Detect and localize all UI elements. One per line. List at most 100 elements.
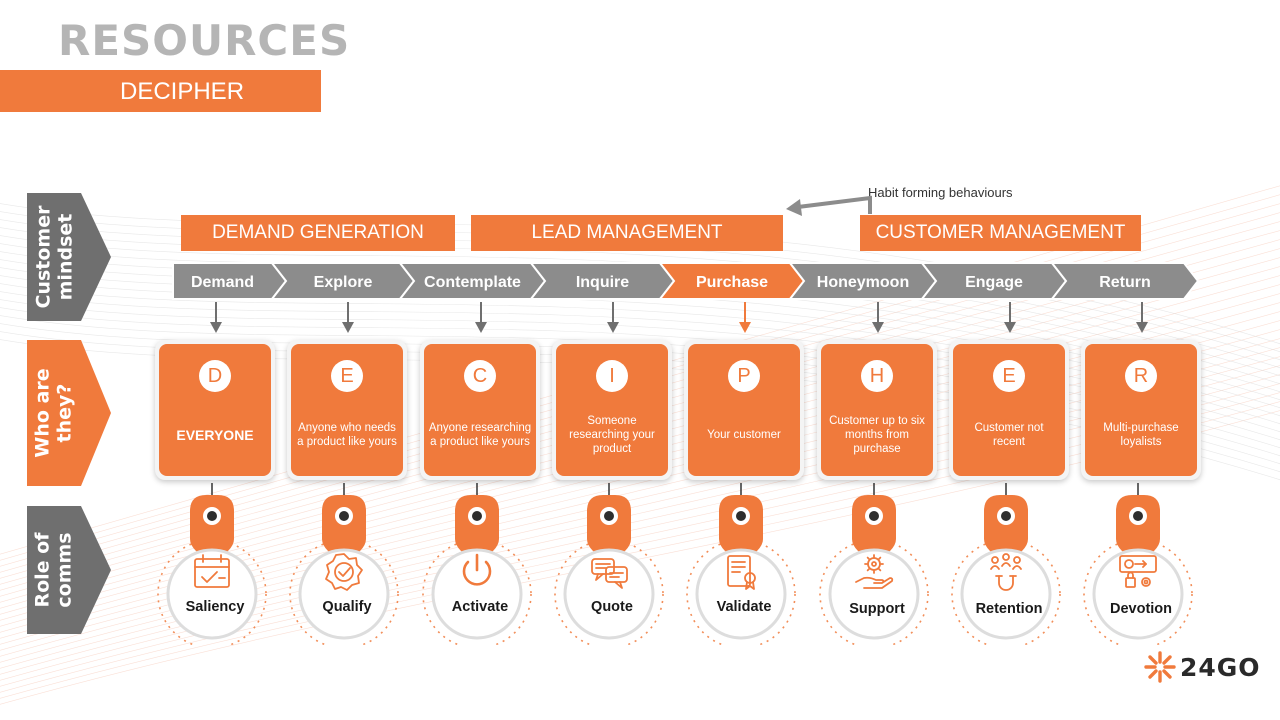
role-pin	[1083, 483, 1193, 645]
role-circle	[1092, 548, 1184, 640]
stage-letter: E	[331, 360, 363, 392]
role-pin	[157, 483, 267, 645]
stage-letter: E	[993, 360, 1025, 392]
stage-chevron-label: Explore	[314, 274, 373, 291]
who-card-body: D EVERYONE	[159, 344, 271, 476]
role-pin	[951, 483, 1061, 645]
role-label: Quote	[591, 599, 633, 615]
role-pin	[422, 483, 532, 645]
stage-letter: P	[728, 360, 760, 392]
who-description: EVERYONE	[176, 427, 254, 443]
stage-chevron-label: Return	[1099, 274, 1151, 291]
certificate-stamp-icon	[727, 555, 756, 590]
magnet-people-icon	[990, 553, 1022, 591]
who-card-body: I Someone researching your product	[556, 344, 668, 476]
stage-chevron-label: Engage	[965, 274, 1023, 291]
role-circle	[431, 548, 523, 640]
role-label: Saliency	[185, 599, 245, 615]
who-card: R Multi-purchase loyalists	[1081, 340, 1201, 480]
stage-column: D EVERYONE Saliency	[155, 300, 275, 645]
page-title: RESOURCES	[58, 16, 351, 65]
stage-chevron	[1049, 262, 1200, 300]
side-label-role-of-comms: Role of comms	[27, 506, 113, 634]
logo-mark	[1144, 651, 1176, 683]
role-circle	[828, 548, 920, 640]
who-card: P Your customer	[684, 340, 804, 480]
role-label: Validate	[716, 599, 772, 615]
who-card-body: P Your customer	[688, 344, 800, 476]
role-label: Retention	[975, 601, 1043, 617]
stage-chevron-label: Contemplate	[424, 274, 521, 291]
who-description: Multi-purchase loyalists	[1103, 422, 1179, 448]
role-circle	[298, 548, 390, 640]
loyalty-dashboard-icon	[1119, 555, 1157, 588]
who-description: Customer not recent	[974, 422, 1044, 448]
logo: 24GO	[1143, 650, 1261, 684]
role-label: Support	[849, 601, 905, 617]
down-arrow-icon	[475, 302, 487, 333]
stage-chevron-label: Purchase	[696, 274, 768, 291]
role-label: Qualify	[322, 599, 372, 615]
down-arrow-icon	[210, 302, 222, 333]
down-arrow-icon	[342, 302, 354, 333]
down-arrow-icon	[1136, 302, 1148, 333]
down-arrow-icon	[1004, 302, 1016, 333]
role-circle	[695, 548, 787, 640]
side-label-who-are-they: Who are they?	[27, 340, 113, 486]
habit-loop-arrow	[786, 195, 872, 216]
who-card: E Customer not recent	[949, 340, 1069, 480]
stage-letter: I	[596, 360, 628, 392]
who-card: C Anyone researching a product like yours	[420, 340, 540, 480]
subtitle-banner: DECIPHER	[0, 70, 321, 112]
hand-gear-icon	[855, 554, 894, 589]
down-arrow-icon	[872, 302, 884, 333]
who-card-body: C Anyone researching a product like yours	[424, 344, 536, 476]
role-circle	[166, 548, 258, 640]
who-card-body: E Customer not recent	[953, 344, 1065, 476]
who-card-body: R Multi-purchase loyalists	[1085, 344, 1197, 476]
stage-chevron-label: Honeymoon	[817, 274, 909, 291]
habit-forming-label: Habit forming behaviours	[868, 185, 1013, 200]
who-description: Anyone who needs a product like yours	[297, 422, 397, 448]
role-circle	[563, 548, 655, 640]
who-card: E Anyone who needs a product like yours	[287, 340, 407, 480]
role-pin	[554, 483, 664, 645]
role-pin	[819, 483, 929, 645]
who-description: Customer up to six months from purchase	[829, 415, 925, 455]
stage-chevron-row: Demand Explore Contemplate Inquire Purchase H…	[172, 262, 1200, 300]
who-card-body: E Anyone who needs a product like yours	[291, 344, 403, 476]
stage-letter: R	[1125, 360, 1157, 392]
side-label-customer-mindset: Customer mindset	[27, 193, 113, 321]
logo-text: 24GO	[1180, 652, 1261, 682]
stage-letter: D	[199, 360, 231, 392]
who-card: D EVERYONE	[155, 340, 275, 480]
role-pin	[289, 483, 399, 645]
stage-column: C Anyone researching a product like yours…	[420, 300, 540, 645]
speech-bubbles-icon	[591, 558, 628, 589]
down-arrow-icon	[607, 302, 619, 333]
stage-chevron-label: Inquire	[576, 274, 629, 291]
role-label: Activate	[451, 599, 509, 615]
stage-chevron-label: Demand	[191, 274, 254, 291]
down-arrow-icon	[739, 302, 751, 333]
phase-customer-management: CUSTOMER MANAGEMENT	[860, 215, 1141, 251]
role-label: Devotion	[1109, 601, 1173, 617]
role-circle	[960, 548, 1052, 640]
who-description: Your customer	[707, 429, 781, 441]
phase-demand-generation: DEMAND GENERATION	[181, 215, 455, 251]
who-description: Someone researching your product	[569, 415, 655, 455]
calendar-check-icon	[194, 554, 230, 588]
who-description: Anyone researching a product like yours	[428, 422, 532, 448]
stage-letter: C	[464, 360, 496, 392]
phase-lead-management: LEAD MANAGEMENT	[471, 215, 783, 251]
badge-check-icon	[325, 553, 363, 591]
